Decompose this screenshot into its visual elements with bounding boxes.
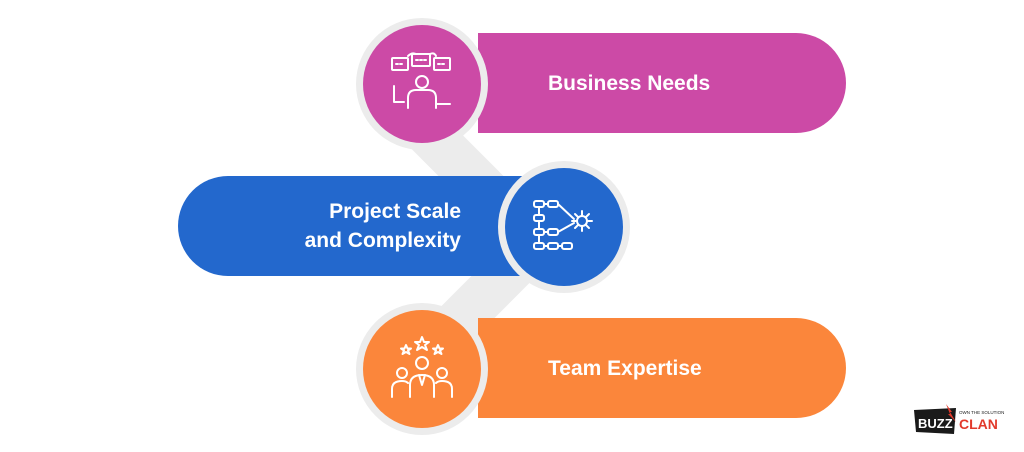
business-needs-ring bbox=[356, 18, 488, 150]
team-stars-icon bbox=[391, 336, 453, 398]
team-expertise-pill: Team Expertise bbox=[478, 318, 846, 418]
team-expertise-ring bbox=[356, 303, 488, 435]
workflow-gear-icon bbox=[533, 200, 593, 250]
project-scale-ring bbox=[498, 161, 630, 293]
project-scale-pill: Project Scale and Complexity bbox=[178, 176, 524, 276]
logo-brand-left: BUZZ bbox=[918, 416, 953, 431]
business-meeting-icon bbox=[391, 52, 451, 109]
team-expertise-disc bbox=[363, 310, 481, 428]
logo-tagline: OWN THE SOLUTION bbox=[959, 410, 1004, 415]
team-expertise-label: Team Expertise bbox=[548, 356, 702, 380]
project-scale-label: Project Scale and Complexity bbox=[304, 200, 461, 252]
business-needs-pill: Business Needs bbox=[478, 33, 846, 133]
buzzclan-logo: BUZZ OWN THE SOLUTION CLAN bbox=[912, 400, 1012, 440]
business-needs-disc bbox=[363, 25, 481, 143]
logo-brand-right: CLAN bbox=[959, 416, 998, 432]
business-needs-label: Business Needs bbox=[548, 71, 711, 95]
project-scale-disc bbox=[505, 168, 623, 286]
